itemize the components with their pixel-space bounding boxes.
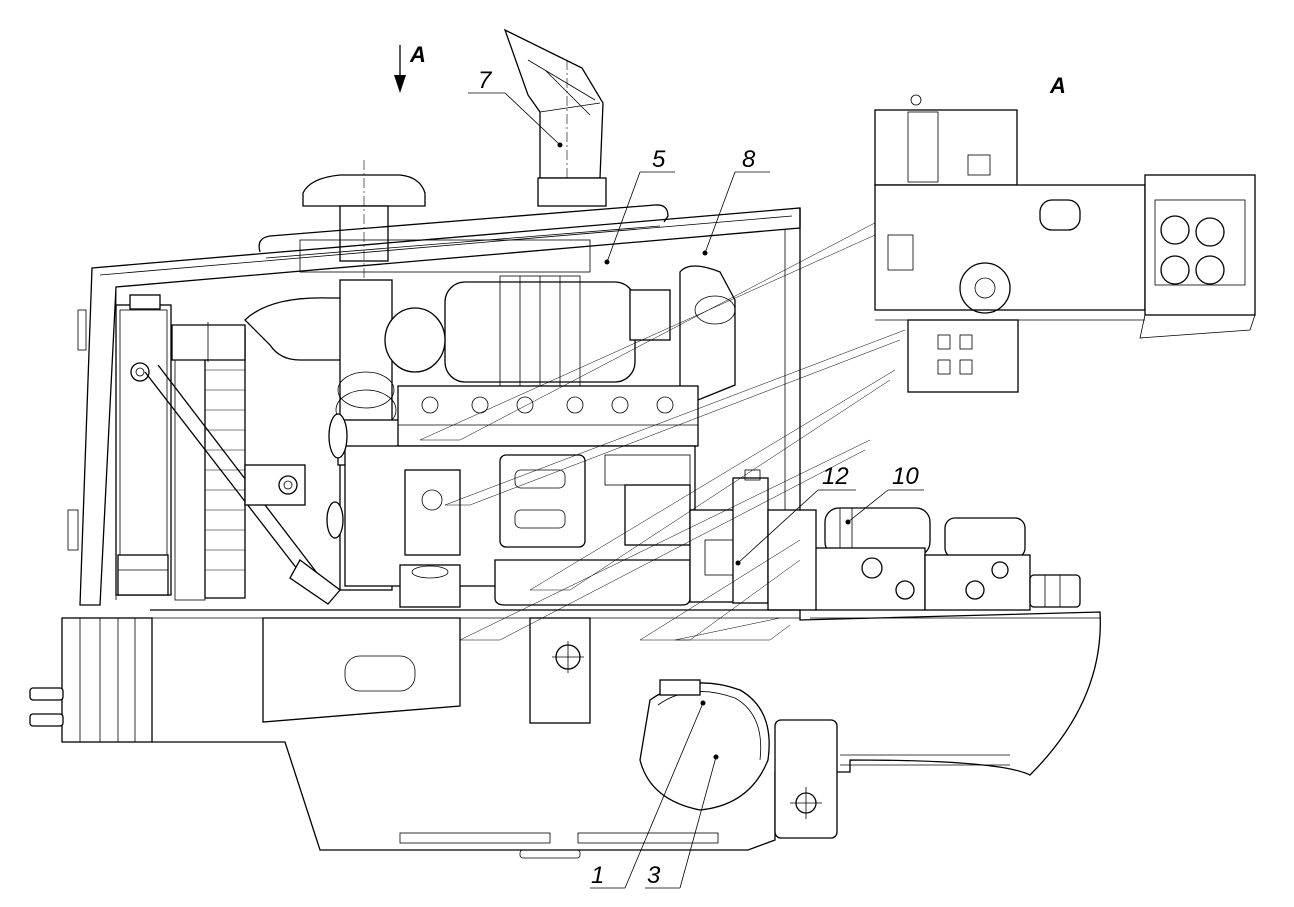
- view-arrow: [394, 45, 406, 93]
- callout-7: [468, 92, 563, 148]
- tie-rod: [144, 364, 341, 605]
- view-a: [874, 94, 1256, 393]
- view-marker-label: А: [409, 42, 426, 67]
- callout-5: [604, 171, 675, 265]
- callout-7-label: 7: [478, 67, 493, 94]
- engine-block: [244, 265, 736, 608]
- callout-8-label: 8: [742, 146, 756, 173]
- hydraulic-pumps: [767, 507, 1081, 611]
- radiator-hose: [171, 297, 346, 362]
- engine-mount-right: [689, 469, 769, 604]
- callout-12: [735, 489, 856, 566]
- callout-10: [845, 489, 924, 525]
- callout-12-label: 12: [822, 463, 849, 490]
- radiator: [67, 294, 172, 596]
- callout-3-label: 3: [647, 862, 661, 889]
- callout-1-label: 1: [591, 862, 604, 889]
- chassis-frame: [29, 609, 1101, 859]
- exhaust-pipe: [503, 28, 607, 207]
- view-a-title: А: [1049, 73, 1066, 98]
- callout-5-label: 5: [652, 146, 666, 173]
- callout-3: [645, 754, 719, 889]
- projection-lines: [419, 207, 936, 641]
- callout-10-label: 10: [892, 463, 919, 490]
- callout-1: [590, 700, 706, 889]
- fan-shroud: [174, 329, 246, 601]
- callout-8: [702, 171, 770, 256]
- air-cleaner-cap: [302, 160, 426, 470]
